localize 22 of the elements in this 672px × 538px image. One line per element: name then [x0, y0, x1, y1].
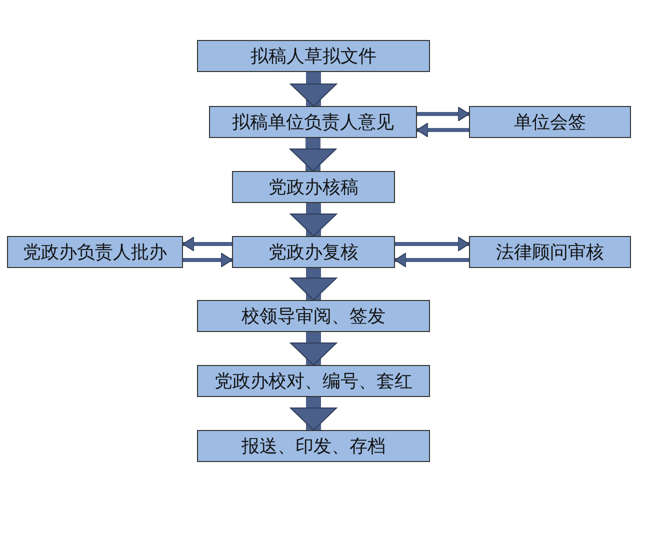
arrow — [290, 397, 337, 430]
arrow — [395, 236, 470, 252]
process-box: 单位会签 — [469, 106, 631, 138]
arrow — [182, 236, 232, 252]
arrow — [290, 332, 337, 366]
process-box: 报送、印发、存档 — [197, 430, 430, 462]
process-box: 党政办校对、编号、套红 — [197, 365, 430, 397]
process-box: 校领导审阅、签发 — [197, 300, 430, 332]
process-box: 法律顾问审核 — [469, 236, 631, 268]
arrow — [290, 268, 337, 300]
arrow — [290, 203, 337, 236]
process-box: 拟稿单位负责人意见 — [209, 106, 417, 138]
arrow — [183, 252, 232, 268]
process-box: 党政办负责人批办 — [7, 236, 183, 268]
process-box: 党政办复核 — [232, 236, 395, 268]
arrow — [394, 252, 469, 268]
arrow — [290, 72, 337, 106]
arrow — [416, 122, 469, 138]
arrow — [290, 138, 336, 172]
process-box: 党政办核稿 — [232, 171, 395, 203]
process-box: 拟稿人草拟文件 — [197, 40, 430, 72]
arrow — [417, 106, 470, 122]
